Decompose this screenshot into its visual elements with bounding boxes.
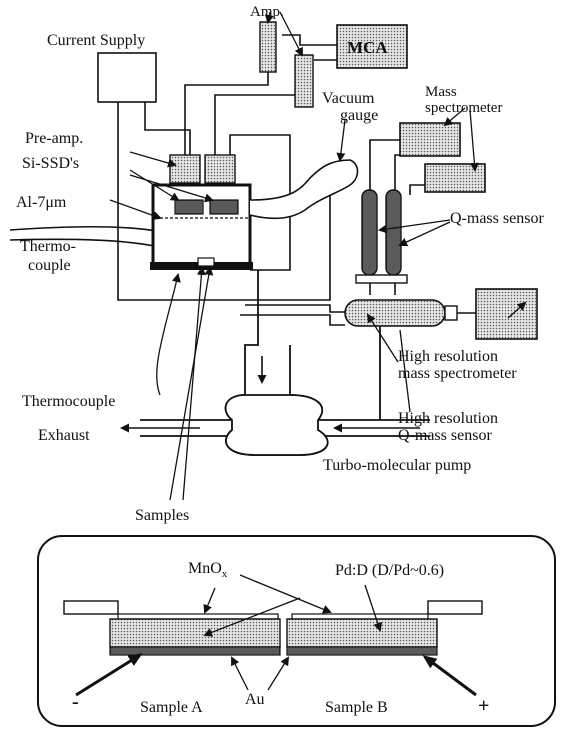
label-plus: + <box>478 695 489 717</box>
label-sample-b: Sample B <box>325 699 388 716</box>
label-minus: - <box>72 691 79 713</box>
q-mass-sensor <box>355 189 408 295</box>
label-turbo-pump: Turbo-molecular pump <box>323 457 471 474</box>
sample-holder <box>197 257 215 267</box>
hr-q-mass-sensor <box>344 299 476 327</box>
arrow-minus <box>75 653 143 697</box>
vacuum-chamber <box>150 154 253 270</box>
sample-detail-inset: MnOx Pd:D (D/Pd~0.6) Au Sample A Sample … <box>37 535 556 727</box>
au-layer-a <box>109 646 281 656</box>
label-sample-a: Sample A <box>140 699 203 716</box>
label-pd-d: Pd:D (D/Pd~0.6) <box>335 562 444 579</box>
label-hr-q-mass-2: Q-mass sensor <box>398 427 492 444</box>
mca-box <box>336 24 408 69</box>
pd-d-layer-b <box>286 618 438 648</box>
current-supply-box <box>97 52 157 103</box>
label-vacuum-gauge-1: Vacuum <box>322 90 375 107</box>
label-al-foil: Al-7μm <box>16 194 67 211</box>
label-q-mass-sensor: Q-mass sensor <box>450 210 544 227</box>
label-hr-q-mass-1: High resolution <box>398 410 498 427</box>
clip-a <box>63 600 119 615</box>
label-si-ssd: Si-SSD's <box>22 155 79 172</box>
label-mca: MCA <box>347 38 388 57</box>
label-hr-mass-spec-1: High resolution <box>398 348 498 365</box>
au-layer-b <box>286 646 438 656</box>
hr-mass-spectrometer-box <box>475 288 538 340</box>
leader-lines <box>109 11 527 501</box>
inset-leaders <box>203 574 383 691</box>
amp-1-box <box>259 21 277 73</box>
label-mnox: MnOx <box>188 560 228 580</box>
arrow-plus <box>422 655 477 697</box>
clip-b <box>427 600 483 615</box>
vacuum-gauge <box>249 159 359 220</box>
amp-2-box <box>294 54 314 108</box>
label-hr-mass-spec-2: mass spectrometer <box>398 365 517 382</box>
label-pre-amp: Pre-amp. <box>25 130 83 147</box>
label-thermocouple: Thermocouple <box>22 393 115 410</box>
label-thermo-couple-2: couple <box>28 257 71 274</box>
si-ssd-1 <box>174 199 204 215</box>
mnox-layer-b <box>291 613 429 620</box>
mass-spectrometer-box-2 <box>424 163 486 193</box>
label-amp: Amp. <box>250 4 284 20</box>
si-ssd-2 <box>209 199 239 215</box>
label-thermo-couple-1: Thermo- <box>20 238 76 255</box>
label-vacuum-gauge-2: gauge <box>340 107 378 124</box>
pd-d-layer-a <box>109 618 281 648</box>
label-mass-spectrometer-1: Mass <box>425 84 457 100</box>
label-current-supply: Current Supply <box>47 32 145 49</box>
pre-amp-1 <box>169 154 201 184</box>
mass-spectrometer-box-1 <box>399 122 461 157</box>
pre-amp-2 <box>204 154 236 184</box>
label-samples: Samples <box>135 507 189 524</box>
label-au: Au <box>245 691 265 708</box>
label-exhaust: Exhaust <box>38 427 90 444</box>
turbo-pump-body <box>224 394 329 456</box>
label-mass-spectrometer-2: spectrometer <box>425 100 502 116</box>
